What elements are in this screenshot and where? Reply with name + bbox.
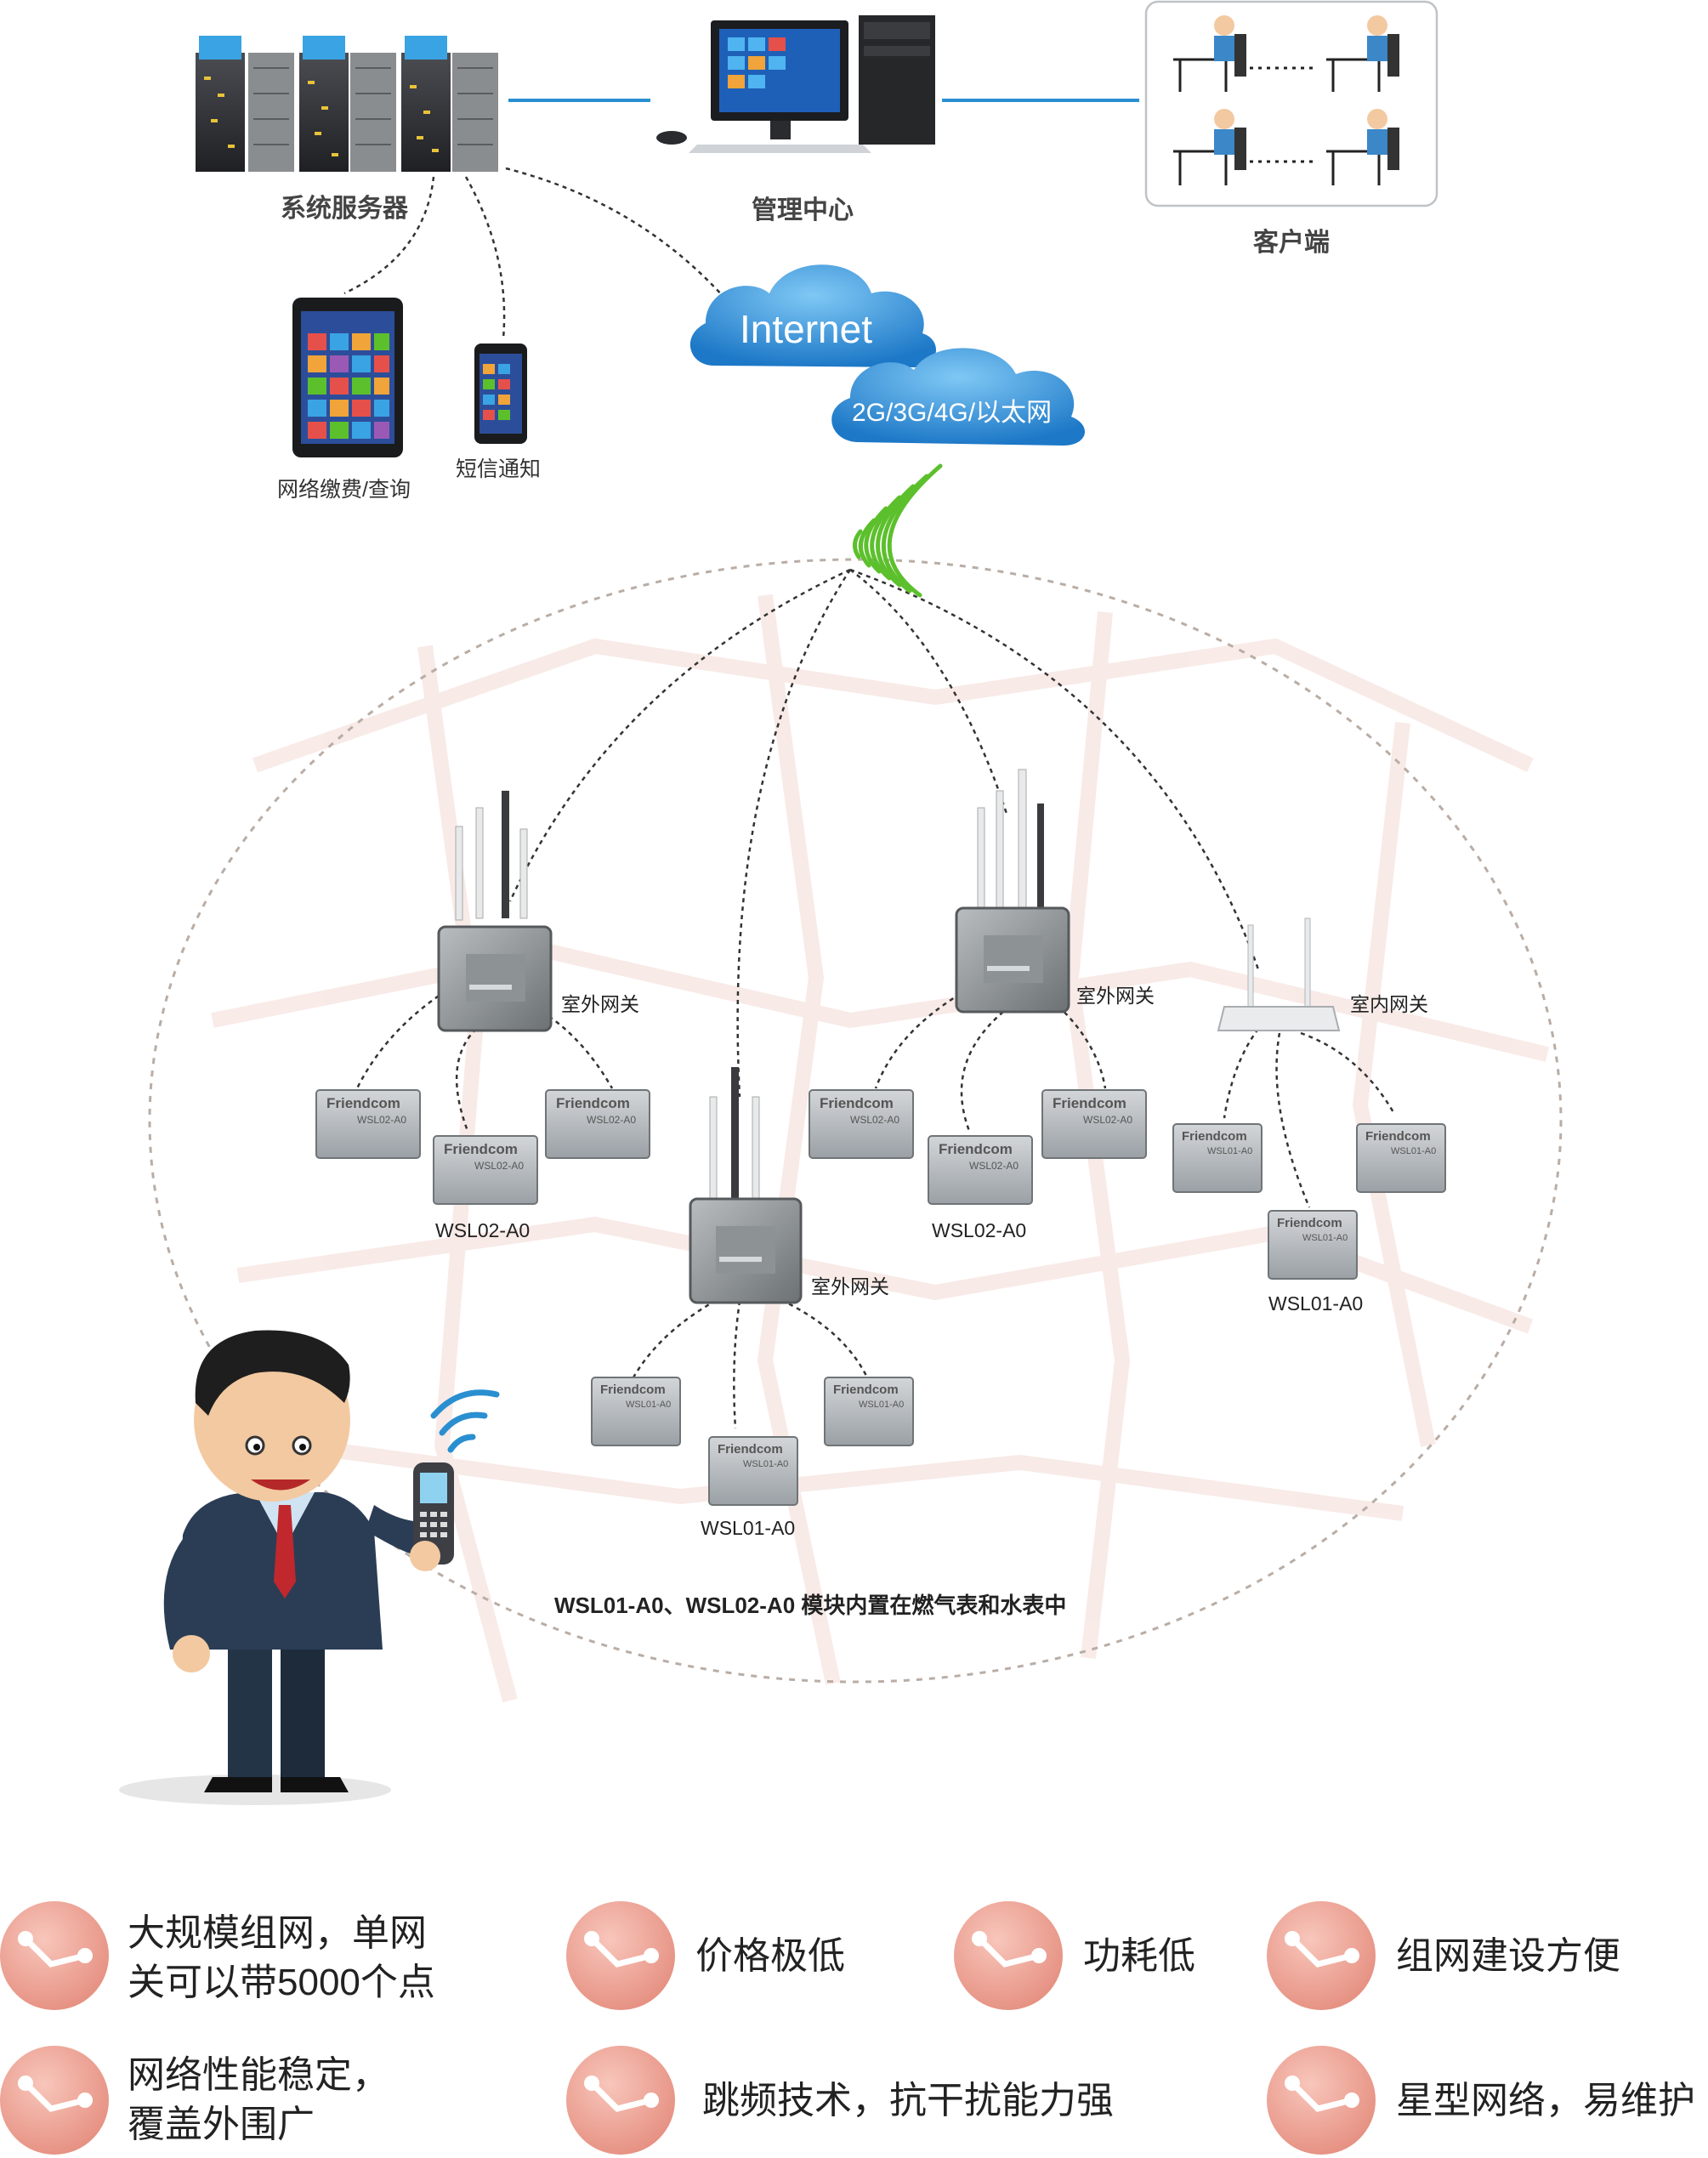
module-wsl02-3 xyxy=(545,1089,650,1159)
feature-5-line1: 网络性能稳定， xyxy=(128,2054,389,2096)
module-model: WSL02-A0 xyxy=(850,1114,900,1126)
module-group-label-wsl01-bottom: WSL01-A0 xyxy=(701,1517,796,1539)
module-brand: Friendcom xyxy=(833,1383,899,1397)
network-type-label: 2G/3G/4G/以太网 xyxy=(852,399,1053,427)
phone-icon xyxy=(474,344,527,444)
module-model: WSL02-A0 xyxy=(1083,1114,1133,1126)
internet-label: Internet xyxy=(740,307,872,351)
module-model: WSL01-A0 xyxy=(1391,1146,1437,1156)
internet-cloud-icon xyxy=(689,264,1086,446)
module-model: WSL01-A0 xyxy=(859,1400,905,1410)
module-wsl01-5 xyxy=(708,1436,798,1506)
outdoor-gateway-label-right: 室外网关 xyxy=(1076,985,1155,1007)
module-wsl01-3 xyxy=(1268,1210,1358,1280)
phone-label: 短信通知 xyxy=(456,457,542,481)
wireless-signal-icon xyxy=(853,463,943,598)
module-brand: Friendcom xyxy=(718,1442,783,1457)
feature-7-text: 星型网络，易维护 xyxy=(1396,2080,1695,2121)
client-label: 客户端 xyxy=(1253,229,1330,257)
feature-1-text: 大规模组网，单网 关可以带5000个点 xyxy=(128,1909,435,2008)
feature-badge-4 xyxy=(1267,1901,1376,2010)
module-model: WSL01-A0 xyxy=(1207,1146,1253,1156)
module-brand: Friendcom xyxy=(600,1383,666,1397)
module-caption: WSL01-A0、WSL02-A0 模块内置在燃气表和水表中 xyxy=(554,1593,1067,1618)
module-model: WSL02-A0 xyxy=(587,1114,637,1126)
indoor-gateway-label: 室内网关 xyxy=(1350,993,1428,1015)
module-model: WSL01-A0 xyxy=(1302,1233,1348,1243)
module-group-label-wsl01-right: WSL01-A0 xyxy=(1268,1292,1364,1315)
module-brand: Friendcom xyxy=(444,1141,518,1157)
feature-6-text: 跳频技术，抗干扰能力强 xyxy=(702,2080,1114,2121)
module-brand: Friendcom xyxy=(1365,1129,1431,1144)
outdoor-gateway-label-center: 室外网关 xyxy=(811,1275,889,1298)
coverage-area-ellipse xyxy=(148,558,1563,1684)
tablet-icon xyxy=(292,298,403,457)
management-center-label: 管理中心 xyxy=(752,196,854,224)
feature-2-text: 价格极低 xyxy=(695,1935,845,1977)
module-brand: Friendcom xyxy=(1182,1129,1247,1144)
server-rack-icon xyxy=(196,36,498,172)
module-group xyxy=(315,1089,1446,1506)
indoor-gateway-icon xyxy=(1217,917,1341,1031)
feature-badge-1 xyxy=(0,1901,109,2010)
feature-5-line2: 覆盖外围广 xyxy=(128,2104,315,2145)
module-wsl01-2 xyxy=(1356,1123,1446,1193)
module-wsl02-4 xyxy=(809,1089,914,1159)
module-model: WSL02-A0 xyxy=(969,1160,1019,1172)
businessman-illustration xyxy=(119,1330,500,1805)
module-brand: Friendcom xyxy=(326,1095,400,1111)
feature-1-line1: 大规模组网，单网 xyxy=(128,1912,427,1954)
module-model: WSL02-A0 xyxy=(357,1114,407,1126)
module-wsl02-5 xyxy=(928,1135,1033,1205)
module-brand: Friendcom xyxy=(820,1095,894,1111)
feature-3-text: 功耗低 xyxy=(1083,1935,1195,1977)
module-wsl01-4 xyxy=(591,1377,681,1446)
feature-5-text: 网络性能稳定， 覆盖外围广 xyxy=(128,2051,389,2149)
outdoor-gateway-icon-left xyxy=(437,791,553,1032)
module-brand: Friendcom xyxy=(1277,1216,1342,1230)
module-model: WSL01-A0 xyxy=(743,1459,789,1469)
feature-badge-5 xyxy=(0,2046,109,2155)
module-model: WSL02-A0 xyxy=(474,1160,525,1172)
feature-1-line2: 关可以带5000个点 xyxy=(128,1962,435,2003)
feature-badge-icons xyxy=(0,1901,1376,2155)
tablet-label: 网络缴费/查询 xyxy=(277,478,411,502)
feature-4-text: 组网建设方便 xyxy=(1396,1935,1620,1977)
module-wsl02-2 xyxy=(433,1135,538,1205)
module-brand: Friendcom xyxy=(939,1141,1013,1157)
module-wsl02-6 xyxy=(1041,1089,1147,1159)
module-wsl01-1 xyxy=(1172,1123,1263,1193)
module-brand: Friendcom xyxy=(1053,1095,1126,1111)
module-model: WSL01-A0 xyxy=(626,1400,672,1410)
client-group-frame xyxy=(1144,0,1438,207)
module-group-label-wsl02-right: WSL02-A0 xyxy=(932,1219,1027,1241)
feature-badge-6 xyxy=(566,2046,675,2155)
module-group-label-wsl02-left: WSL02-A0 xyxy=(435,1219,531,1241)
feature-badge-7 xyxy=(1267,2046,1376,2155)
module-brand: Friendcom xyxy=(556,1095,630,1111)
server-label: 系统服务器 xyxy=(281,195,408,223)
outdoor-gateway-icon-right xyxy=(955,769,1070,1014)
client-workstation-icons xyxy=(1173,15,1399,185)
tower-dashed-links xyxy=(508,568,1260,1098)
module-wsl01-6 xyxy=(824,1377,914,1446)
server-dashed-links xyxy=(343,167,736,339)
module-wsl02-1 xyxy=(315,1089,421,1159)
outdoor-gateway-icon-center xyxy=(689,1067,803,1304)
feature-badge-3 xyxy=(954,1901,1063,2010)
outdoor-gateway-label-left: 室外网关 xyxy=(561,993,639,1015)
desktop-computer-icon xyxy=(656,15,935,153)
feature-badge-2 xyxy=(566,1901,675,2010)
